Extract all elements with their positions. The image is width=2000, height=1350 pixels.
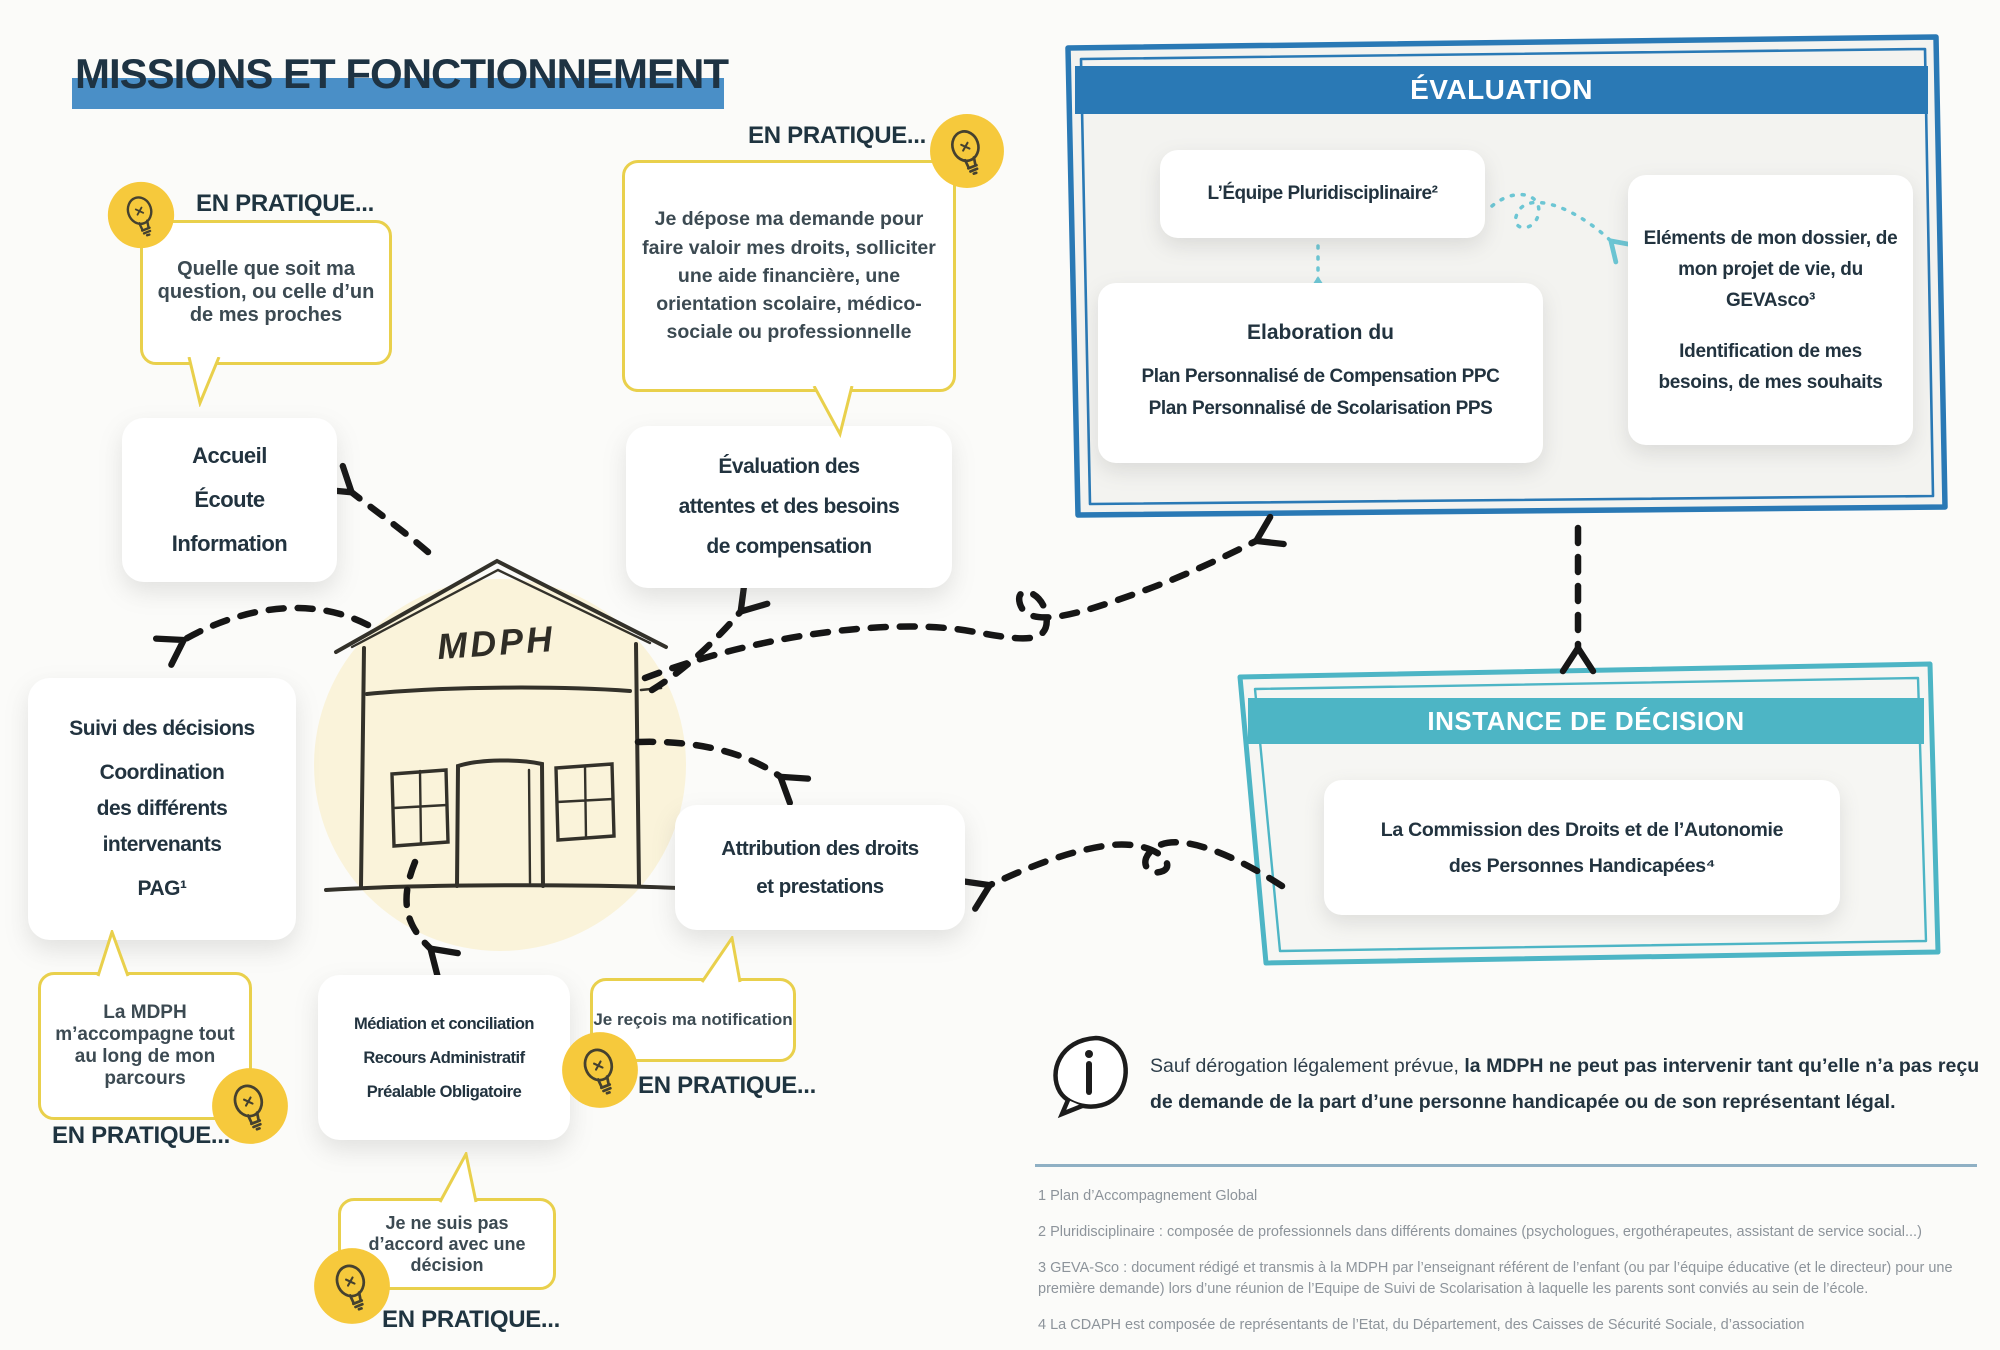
house-label: MDPH — [436, 618, 557, 667]
legal-note: Sauf dérogation légalement prévue, la MD… — [1150, 1048, 2000, 1120]
practice-label-accompagne: EN PRATIQUE... — [52, 1122, 231, 1149]
box-elements-para2: Identification de mes besoins, de mes so… — [1658, 340, 1883, 393]
lightbulb-icon — [212, 1068, 288, 1144]
legal-note-line2: de demande de la part d’une personne han… — [1150, 1084, 2000, 1120]
arrow-equipe-to-elements — [1490, 192, 1635, 265]
box-elaboration-line: Plan Personnalisé de Compensation PPC — [1141, 366, 1500, 387]
arrow-house-to-attribution — [634, 738, 812, 806]
arrow-decision-to-attribution — [959, 839, 1286, 912]
bubble-question: Quelle que soit ma question, ou celle d’… — [140, 220, 392, 365]
footnote-3: 3 GEVA-Sco : document rédigé et transmis… — [1038, 1260, 1953, 1298]
lightbulb-icon — [314, 1248, 390, 1324]
decision-panel-title: INSTANCE DE DÉCISION — [1427, 705, 1745, 736]
bubble-notification-text: Je reçois ma notification — [593, 1010, 793, 1029]
info-icon — [1053, 1035, 1128, 1119]
box-line: de compensation — [706, 535, 872, 558]
box-evaluation-attentes: Évaluation des attentes et des besoins d… — [626, 426, 952, 588]
legal-note-regular: Sauf dérogation légalement prévue, — [1150, 1055, 1465, 1077]
box-line: Coordination — [99, 761, 225, 784]
practice-label-notification: EN PRATIQUE... — [638, 1072, 817, 1099]
box-elements-para1: Eléments de mon dossier, de mon projet d… — [1643, 227, 1898, 311]
box-line: Attribution des droits — [721, 836, 919, 860]
practice-label-desaccord: EN PRATIQUE... — [382, 1306, 561, 1333]
box-line: attentes et des besoins — [678, 495, 900, 518]
bubble-desaccord-text: Je ne suis pas d’accord avec une décisio… — [368, 1212, 526, 1275]
box-line: Écoute — [194, 487, 265, 512]
footnote-1: 1 Plan d’Accompagnement Global — [1038, 1188, 1258, 1204]
bubble-notification-tail — [700, 936, 742, 983]
box-elaboration-line: Plan Personnalisé de Scolarisation PPS — [1148, 398, 1493, 419]
legal-note-bold1: la MDPH ne peut pas intervenir tant qu’e… — [1464, 1055, 1980, 1077]
box-elements-dossier: Eléments de mon dossier, de mon projet d… — [1628, 175, 1913, 445]
box-line: Évaluation des — [718, 455, 860, 478]
footnotes: 1 Plan d’Accompagnement Global 2 Pluridi… — [1038, 1186, 1988, 1350]
evaluation-panel-title: ÉVALUATION — [1410, 74, 1593, 105]
bubble-question-tail — [187, 357, 221, 407]
box-elaboration-plans: Elaboration du Plan Personnalisé de Comp… — [1098, 283, 1543, 463]
box-line: Suivi des décisions — [69, 717, 255, 740]
bubble-depot-tail — [812, 386, 854, 438]
box-line: PAG¹ — [137, 877, 187, 900]
box-elaboration-title: Elaboration du — [1247, 321, 1394, 344]
box-attribution-droits: Attribution des droits et prestations — [675, 805, 965, 930]
bubble-depot-text: Je dépose ma demande pour faire valoir m… — [642, 208, 936, 344]
arrow-to-evaluation-panel — [641, 513, 1287, 682]
box-line: Accueil — [192, 443, 267, 468]
box-line: des différents — [96, 797, 228, 820]
bubble-desaccord: Je ne suis pas d’accord avec une décisio… — [338, 1198, 556, 1290]
lightbulb-icon — [930, 114, 1004, 188]
box-line: Préalable Obligatoire — [366, 1082, 522, 1101]
title-highlight-band — [72, 78, 724, 109]
page-title: MISSIONS ET FONCTIONNEMENT — [75, 50, 729, 97]
footnote-4: 4 La CDAPH est composée de représentants… — [1038, 1317, 1805, 1334]
black-dashed-arrows — [152, 462, 1597, 979]
bubble-question-text: Quelle que soit ma question, ou celle d’… — [157, 258, 375, 326]
box-line: intervenants — [102, 833, 222, 856]
arrow-house-to-suivi — [152, 604, 372, 668]
box-line: Recours Administratif — [363, 1048, 525, 1067]
lightbulb-icon — [107, 181, 175, 249]
decision-panel-header: INSTANCE DE DÉCISION — [1248, 698, 1924, 744]
legal-note-line1: Sauf dérogation légalement prévue, la MD… — [1150, 1048, 2000, 1084]
box-equipe-pluridisciplinaire: L’Équipe Pluridisciplinaire² — [1160, 150, 1485, 238]
practice-label-question: EN PRATIQUE... — [196, 190, 375, 217]
box-cdaph-line: des Personnes Handicapées⁴ — [1448, 854, 1716, 877]
box-cdaph: La Commission des Droits et de l’Autonom… — [1324, 780, 1840, 915]
box-mediation-conciliation: Médiation et conciliation Recours Admini… — [318, 975, 570, 1140]
box-cdaph-line: La Commission des Droits et de l’Autonom… — [1380, 818, 1784, 841]
evaluation-panel-header: ÉVALUATION — [1075, 66, 1928, 114]
box-accueil-ecoute-information: Accueil Écoute Information — [122, 418, 337, 582]
bubble-accompagne-tail — [96, 930, 130, 977]
box-equipe-text: L’Équipe Pluridisciplinaire² — [1207, 183, 1438, 204]
teal-dotted-arrows — [1303, 192, 1635, 301]
lightbulb-icon — [562, 1032, 638, 1108]
box-line: et prestations — [756, 874, 884, 898]
arrow-house-to-evaluation-attentes — [648, 580, 771, 694]
footnote-2: 2 Pluridisciplinaire : composée de profe… — [1038, 1224, 1922, 1241]
box-line: Médiation et conciliation — [353, 1014, 535, 1033]
bubble-depot: Je dépose ma demande pour faire valoir m… — [622, 160, 956, 392]
box-line: Information — [171, 531, 288, 556]
arrow-house-to-mediation — [403, 858, 461, 979]
legal-note-bold2: de demande de la part d’une personne han… — [1150, 1091, 1896, 1113]
mdph-house-illustration: MDPH — [314, 558, 686, 951]
bubble-desaccord-tail — [438, 1152, 478, 1203]
arrow-house-to-accueil — [320, 462, 432, 556]
box-suivi-decisions: Suivi des décisions Coordination des dif… — [28, 678, 296, 940]
practice-label-depot: EN PRATIQUE... — [748, 122, 927, 149]
bubble-accompagne-text: La MDPH m’accompagne tout au long de mon… — [55, 1002, 235, 1089]
footnotes-divider — [1035, 1164, 1977, 1167]
